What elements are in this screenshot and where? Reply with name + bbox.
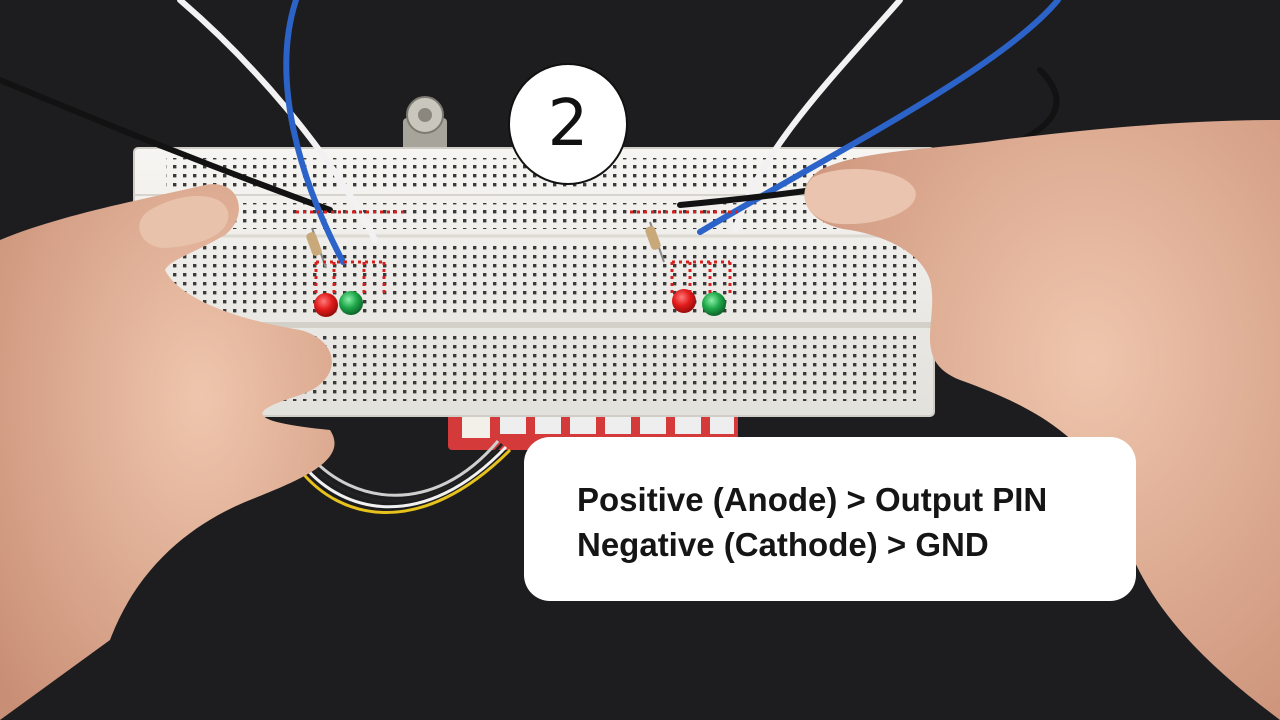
wire-blue-right: [697, 0, 1061, 235]
potentiometer: [403, 96, 447, 152]
wire-blue-left: [283, 0, 346, 265]
right-hand: [804, 120, 1280, 720]
resistor-right: [645, 221, 665, 263]
connection-markers: [296, 210, 738, 296]
wire-black-left: [0, 77, 333, 213]
ribbon-cable: [298, 440, 512, 514]
caption-cathode-line: Negative (Cathode) > GND: [577, 526, 989, 563]
led-red-left: [314, 293, 338, 317]
caption-anode-line: Positive (Anode) > Output PIN: [577, 481, 1048, 518]
step-number-badge: 2: [508, 63, 628, 185]
wiring-caption: Positive (Anode) > Output PIN Negative (…: [524, 437, 1136, 601]
left-hand: [0, 184, 335, 720]
led-pair-right: [672, 289, 726, 316]
led-red-right: [672, 289, 696, 313]
led-green-left: [339, 291, 363, 315]
led-green-right: [702, 292, 726, 316]
led-pair-left: [314, 291, 363, 317]
step-number: 2: [547, 87, 589, 161]
